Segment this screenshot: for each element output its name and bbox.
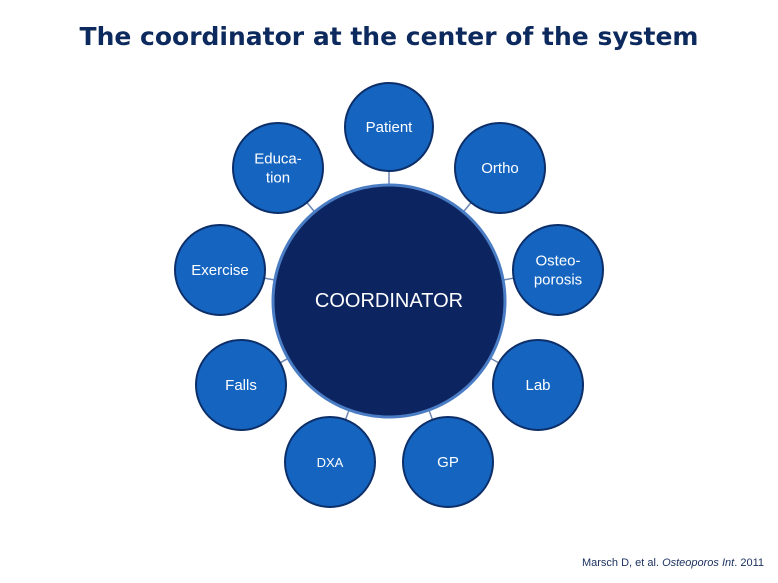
satellite-circle-falls [195, 339, 287, 431]
satellite-label-ortho: Ortho [481, 160, 519, 177]
satellite-osteoporosis: Osteo-porosis [512, 224, 604, 316]
citation-journal: Osteoporos Int [662, 557, 735, 569]
satellite-education: Educa-tion [232, 122, 324, 214]
satellite-ortho: Ortho [454, 122, 546, 214]
satellite-label-line: Patient [366, 119, 414, 136]
satellite-lab: Lab [492, 339, 584, 431]
satellite-label-line: Exercise [191, 262, 249, 279]
center-circle [271, 183, 507, 419]
satellite-falls: Falls [195, 339, 287, 431]
satellite-label-osteoporosis: Osteo-porosis [534, 253, 582, 289]
citation-year: . 2011 [734, 557, 764, 569]
satellite-label-falls: Falls [225, 377, 257, 394]
satellite-gp: GP [402, 416, 494, 508]
satellite-exercise: Exercise [174, 224, 266, 316]
satellite-circle-gp [402, 416, 494, 508]
satellite-label-education: Educa-tion [254, 151, 302, 187]
satellite-circle-lab [492, 339, 584, 431]
satellite-circle-dxa [284, 416, 376, 508]
satellite-label-line: Falls [225, 377, 257, 394]
satellite-circle-education [232, 122, 324, 214]
satellite-label-line: Ortho [481, 160, 519, 177]
satellite-circle-patient [344, 82, 434, 172]
satellite-label-line: tion [266, 170, 290, 187]
satellite-label-line: Lab [525, 377, 550, 394]
satellite-label-line: Educa- [254, 151, 302, 168]
satellite-label-line: porosis [534, 272, 582, 289]
satellite-circle-exercise [174, 224, 266, 316]
satellite-label-exercise: Exercise [191, 262, 249, 279]
center-label: COORDINATOR [315, 290, 463, 312]
satellite-label-line: Osteo- [535, 253, 580, 270]
satellite-circle-osteoporosis [512, 224, 604, 316]
satellite-dxa: DXA [284, 416, 376, 508]
citation: Marsch D, et al. Osteoporos Int. 2011 [582, 557, 764, 569]
satellite-label-dxa: DXA [317, 455, 344, 470]
satellite-label-line: GP [437, 454, 459, 471]
citation-authors: Marsch D, et al. [581, 557, 659, 569]
satellite-circle-ortho [454, 122, 546, 214]
satellite-label-patient: Patient [366, 119, 414, 136]
satellite-label-gp: GP [437, 454, 459, 471]
center-node: COORDINATOR [271, 183, 507, 419]
page-title: The coordinator at the center of the sys… [79, 22, 699, 51]
satellite-patient: Patient [344, 82, 434, 172]
satellite-label-lab: Lab [525, 377, 550, 394]
satellite-label-line: DXA [317, 455, 344, 470]
